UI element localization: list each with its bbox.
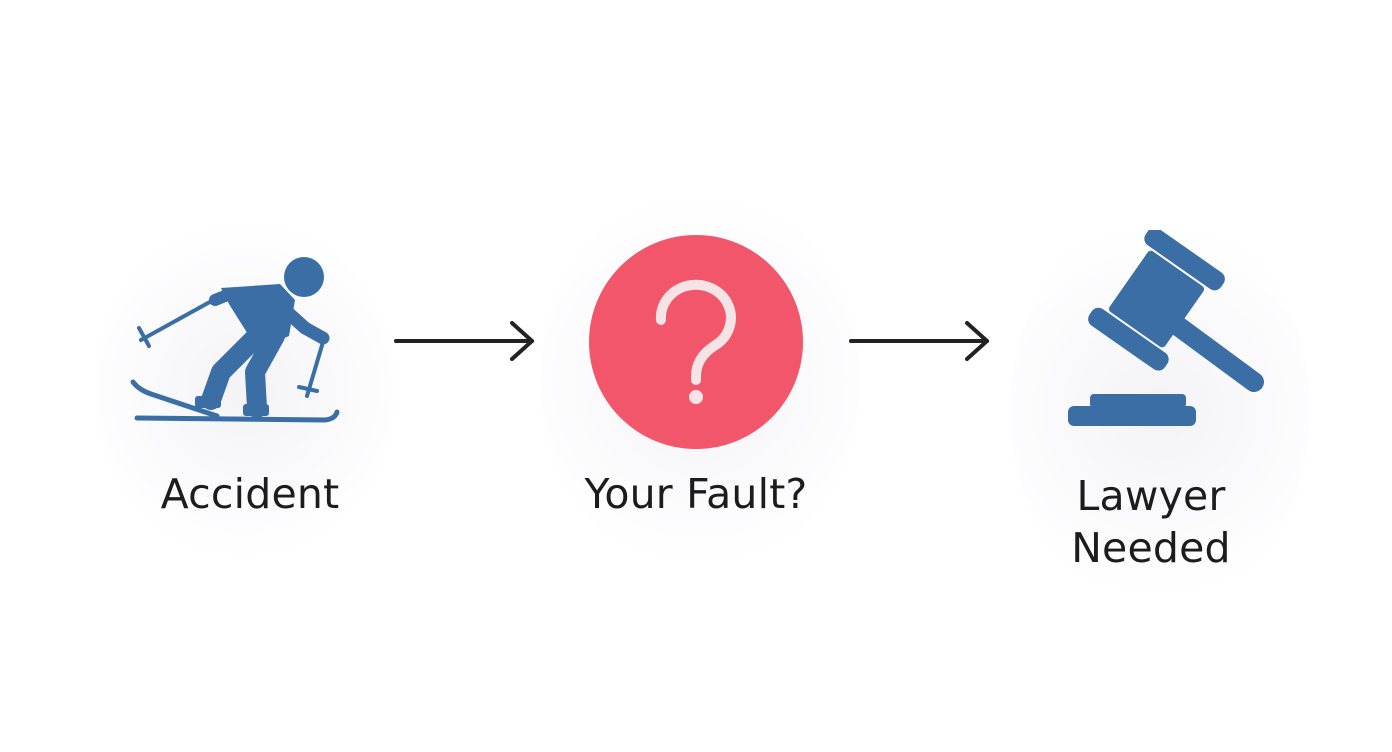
step-label-your-fault: Your Fault? xyxy=(584,470,808,518)
question-mark-icon xyxy=(589,235,803,449)
arrow-right-icon xyxy=(394,321,534,361)
skier-icon xyxy=(130,257,340,423)
gavel-icon xyxy=(1068,230,1264,426)
arrow-right-icon xyxy=(849,321,989,361)
step-label-lawyer-needed: Lawyer Needed xyxy=(1071,472,1231,572)
step-label-accident: Accident xyxy=(160,470,340,518)
